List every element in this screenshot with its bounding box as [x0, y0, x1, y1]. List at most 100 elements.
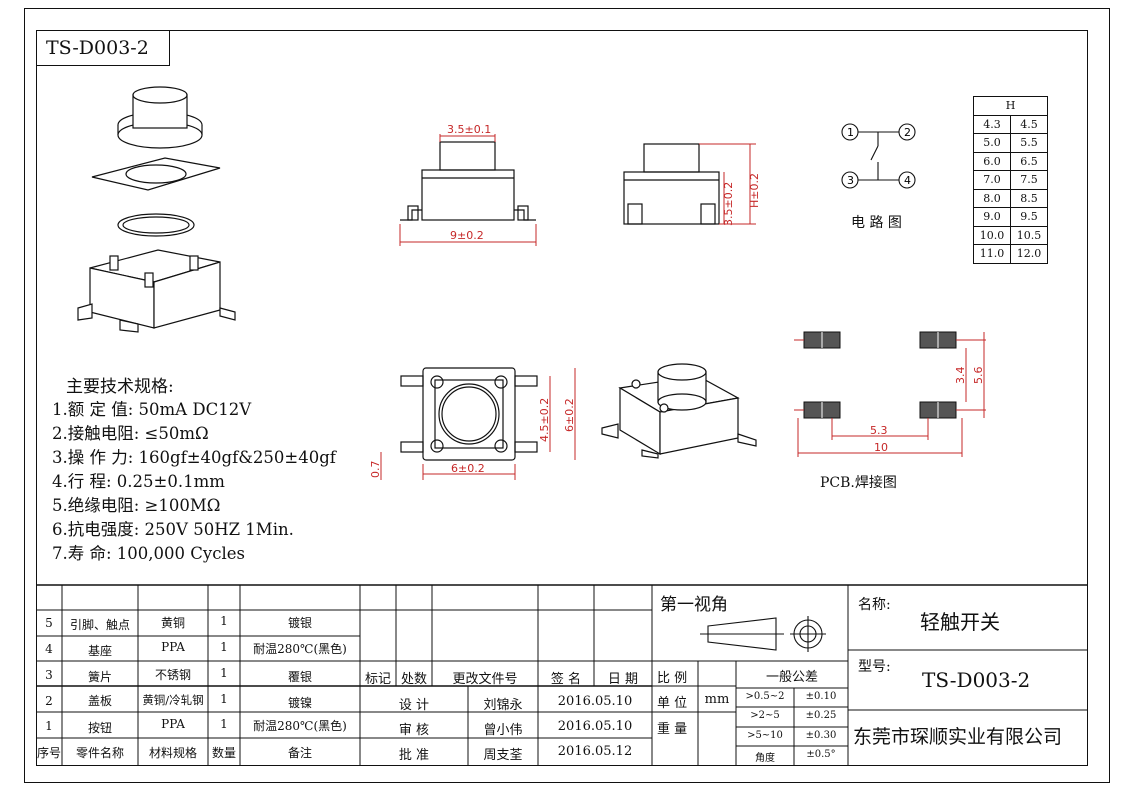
pin-2-label: 2: [904, 126, 911, 139]
h-cell: 7.5: [1010, 170, 1048, 190]
h-cell: 4.5: [1010, 114, 1048, 134]
rev-date: 日 期: [607, 672, 639, 687]
h-cell: 12.0: [1010, 244, 1048, 264]
cap-width-dim: 3.5±0.1: [447, 123, 491, 136]
tolerance-range: 角度: [755, 753, 775, 764]
unit-value: mm: [704, 692, 730, 707]
h-cell: 10.5: [1010, 225, 1048, 245]
pcb-dim-c: 5.3: [870, 424, 888, 437]
bom-note: 镀银: [287, 616, 312, 630]
spec-line: 7.寿 命: 100,000 Cycles: [52, 544, 245, 563]
part-code: TS-D003-2: [36, 30, 170, 66]
approval-date: 2016.05.10: [557, 719, 633, 734]
side-height-dim: 3.5±0.2: [722, 182, 735, 226]
spec-line: 5.绝缘电阻: ≥100MΩ: [52, 496, 221, 515]
h-cell: 5.5: [1010, 133, 1048, 153]
projection-label: 第一视角: [660, 595, 728, 615]
inner-dim: 4.5±0.2: [538, 398, 551, 442]
tolerance-value: ±0.5°: [806, 749, 836, 760]
bom-header-no: 序号: [36, 746, 61, 760]
rev-marker: 标记: [364, 672, 391, 687]
bom-header-material: 材料规格: [148, 746, 197, 760]
bom-name: 簧片: [87, 670, 112, 684]
h-cell: 11.0: [973, 244, 1011, 264]
approval-person: 周支荃: [483, 748, 523, 763]
scale-label: 比 例: [657, 671, 688, 686]
bom-name: 按钮: [87, 721, 112, 735]
bom-no: 4: [45, 642, 53, 656]
tolerance-value: ±0.30: [805, 730, 837, 741]
pcb-dim-d: 10: [874, 441, 888, 454]
circuit-diagram: 1 2 3 4: [841, 123, 916, 189]
spec-line: 3.操 作 力: 160gf±40gf&250±40gf: [52, 448, 336, 467]
approval-role: 批 准: [398, 748, 430, 763]
bom-material: 黄铜: [160, 616, 185, 630]
tolerance-value: ±0.25: [805, 710, 837, 721]
bom-note: 镀镍: [287, 696, 312, 710]
spec-line: 6.抗电强度: 250V 50HZ 1Min.: [52, 520, 294, 539]
bom-note: 耐温280℃(黑色): [253, 719, 347, 733]
h-cell: 6.5: [1010, 151, 1048, 171]
bom-material: PPA: [161, 717, 185, 731]
bom-qty: 1: [220, 666, 228, 680]
h-cell: 9.5: [1010, 207, 1048, 227]
rev-count: 处数: [400, 672, 427, 687]
approval-person: 曾小伟: [483, 723, 523, 738]
bottom-dim: 6±0.2: [451, 462, 485, 475]
exploded-view: [77, 86, 236, 333]
spec-line: 1.额 定 值: 50mA DC12V: [52, 400, 252, 419]
bom-name: 引脚、触点: [69, 618, 130, 632]
outer-dim: 6±0.2: [563, 398, 576, 432]
weight-label: 重 量: [657, 722, 688, 737]
spec-line: 2.接触电阻: ≤50mΩ: [52, 424, 209, 443]
pcb-dim-b: 5.6: [972, 367, 985, 385]
company-name: 东莞市琛顺实业有限公司: [853, 726, 1063, 748]
tolerance-range: >5~10: [747, 730, 783, 741]
approval-role: 设 计: [398, 698, 430, 713]
total-height-dim: H±0.2: [748, 173, 761, 208]
bom-qty: 1: [220, 717, 228, 731]
model-number: TS-D003-2: [922, 668, 1031, 692]
name-label: 名称:: [858, 597, 891, 613]
h-cell: 5.0: [973, 133, 1011, 153]
h-cell: 8.5: [1010, 188, 1048, 208]
tolerance-range: >0.5~2: [745, 691, 785, 702]
bom-header-name: 零件名称: [75, 746, 124, 760]
bom-name: 基座: [87, 644, 112, 658]
unit-label: 单 位: [657, 696, 688, 711]
pcb-layout: 3.4 5.6 5.3 10: [794, 331, 986, 457]
bom-no: 5: [45, 616, 53, 630]
tolerance-title: 一般公差: [765, 670, 818, 685]
side-view: 3.5±0.2 H±0.2: [623, 143, 761, 226]
model-label: 型号:: [858, 659, 891, 675]
bom-material: PPA: [161, 640, 185, 654]
lead-offset-dim: 0.7: [369, 461, 382, 479]
tolerance-value: ±0.10: [805, 691, 837, 702]
pin-1-label: 1: [847, 126, 854, 139]
rev-sign: 签 名: [550, 672, 582, 687]
spec-line: 4.行 程: 0.25±0.1mm: [52, 472, 225, 491]
bom-no: 3: [45, 668, 53, 682]
pin-4-label: 4: [904, 174, 911, 187]
h-cell: 7.0: [973, 170, 1011, 190]
pin-3-label: 3: [847, 174, 854, 187]
pcb-caption: PCB.焊接图: [820, 475, 897, 491]
bom-material: 不锈钢: [154, 668, 191, 682]
circuit-caption: 电 路 图: [851, 215, 902, 231]
bom-header-qty: 数量: [211, 746, 236, 760]
bom-no: 2: [45, 694, 53, 708]
front-view: 3.5±0.1 9±0.2: [399, 123, 537, 246]
h-cell: 10.0: [973, 225, 1011, 245]
projection-symbol: [700, 616, 826, 652]
bom-qty: 1: [220, 614, 228, 628]
pcb-dim-a: 3.4: [954, 367, 967, 385]
bom-note: 覆银: [287, 670, 312, 684]
bom-note: 耐温280℃(黑色): [253, 642, 347, 656]
approval-person: 刘锦永: [483, 698, 523, 713]
bom-qty: 1: [220, 640, 228, 654]
bom-qty: 1: [220, 692, 228, 706]
approval-date: 2016.05.10: [557, 694, 633, 709]
bom-no: 1: [45, 719, 53, 733]
